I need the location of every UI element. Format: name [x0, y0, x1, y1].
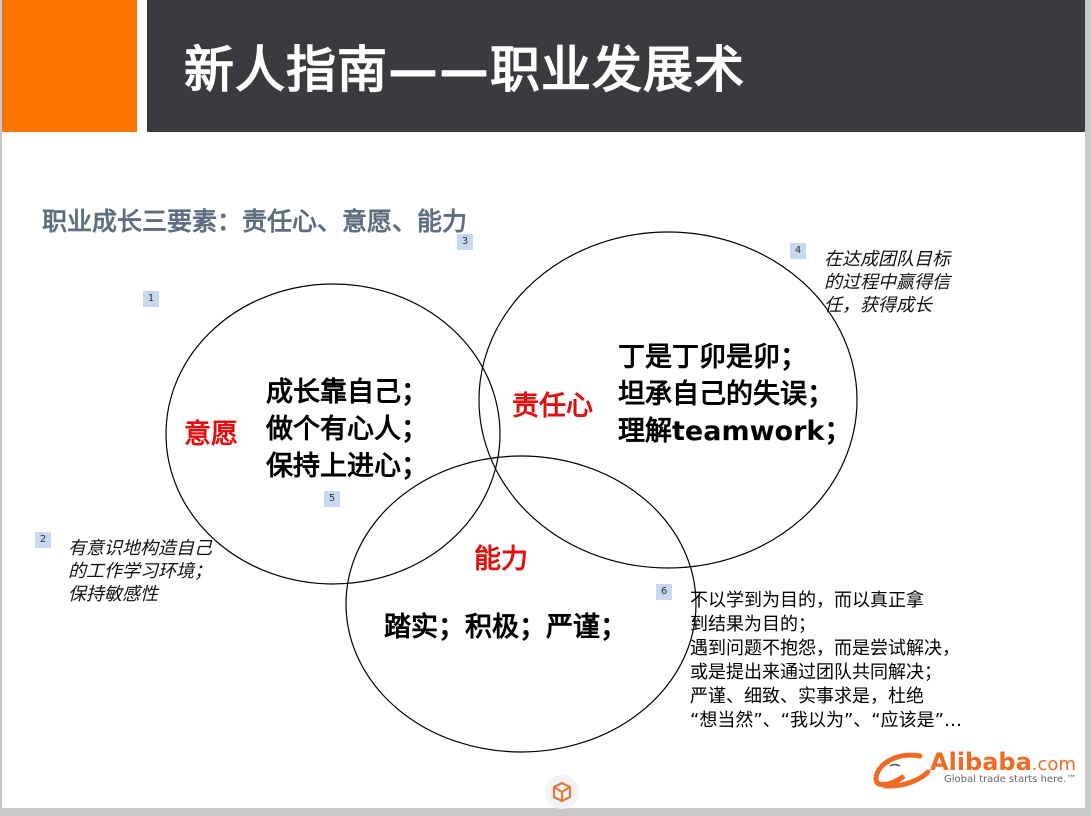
- point: 理解teamwork；: [618, 416, 852, 447]
- label-responsibility: 责任心: [512, 391, 593, 422]
- logo-wordmark: Alibaba.com: [930, 748, 1076, 776]
- orange-accent-block: [2, 0, 137, 132]
- marker-2: 2: [35, 532, 51, 548]
- point: 坦承自己的失误；: [618, 379, 834, 410]
- logo-suffix: .com: [1031, 754, 1076, 775]
- responsibility-points: 丁是丁卯是卯； 坦承自己的失误； 理解teamwork；: [618, 339, 851, 450]
- note-line: 到结果为目的；: [690, 614, 816, 635]
- marker-4: 4: [790, 243, 806, 259]
- marker-1: 1: [143, 291, 159, 307]
- label-willingness: 意愿: [184, 419, 238, 450]
- note-responsibility: 在达成团队目标 的过程中赢得信 任，获得成长: [824, 248, 950, 317]
- cube-glyph: [552, 781, 572, 803]
- note-line: 的过程中赢得信: [824, 272, 950, 293]
- note-line: 遇到问题不抱怨，而是尝试解决，: [690, 638, 960, 659]
- circle-ability: [345, 455, 697, 753]
- note-line: 严谨、细致、实事求是，杜绝: [690, 686, 924, 707]
- logo-brand: Alibaba: [930, 748, 1032, 776]
- note-line: 任，获得成长: [824, 295, 932, 316]
- note-line: 有意识地构造自己: [68, 538, 212, 559]
- cube-app-icon[interactable]: [545, 775, 579, 809]
- note-willingness: 有意识地构造自己 的工作学习环境； 保持敏感性: [68, 537, 212, 606]
- slide-subtitle: 职业成长三要素：责任心、意愿、能力: [42, 207, 468, 236]
- slide-title: 新人指南——职业发展术: [184, 41, 745, 99]
- title-bar: [147, 0, 1085, 132]
- willingness-points: 成长靠自己； 做个有心人； 保持上进心；: [266, 374, 428, 485]
- marker-3: 3: [457, 234, 473, 250]
- note-line: “想当然”、“我以为”、“应该是”…: [690, 710, 962, 731]
- note-line: 在达成团队目标: [824, 249, 950, 270]
- marker-5: 5: [324, 491, 340, 507]
- note-line: 保持敏感性: [68, 584, 158, 605]
- alibaba-logo-icon: [873, 752, 931, 789]
- circle-responsibility: [478, 231, 858, 569]
- point: 踏实；积极；严谨；: [384, 612, 627, 643]
- point: 成长靠自己；: [266, 377, 428, 408]
- ability-points: 踏实；积极；严谨；: [384, 609, 627, 646]
- note-line: 不以学到为目的，而以真正拿: [690, 590, 924, 611]
- point: 丁是丁卯是卯；: [618, 342, 807, 373]
- marker-6: 6: [656, 584, 672, 600]
- note-line: 的工作学习环境；: [68, 561, 212, 582]
- circle-willingness: [165, 283, 501, 585]
- label-ability: 能力: [474, 544, 528, 575]
- logo-tagline: Global trade starts here.™: [944, 774, 1077, 785]
- note-ability: 不以学到为目的，而以真正拿 到结果为目的； 遇到问题不抱怨，而是尝试解决， 或是…: [690, 589, 962, 733]
- note-line: 或是提出来通过团队共同解决；: [690, 662, 942, 683]
- point: 保持上进心；: [266, 451, 428, 482]
- point: 做个有心人；: [266, 414, 428, 445]
